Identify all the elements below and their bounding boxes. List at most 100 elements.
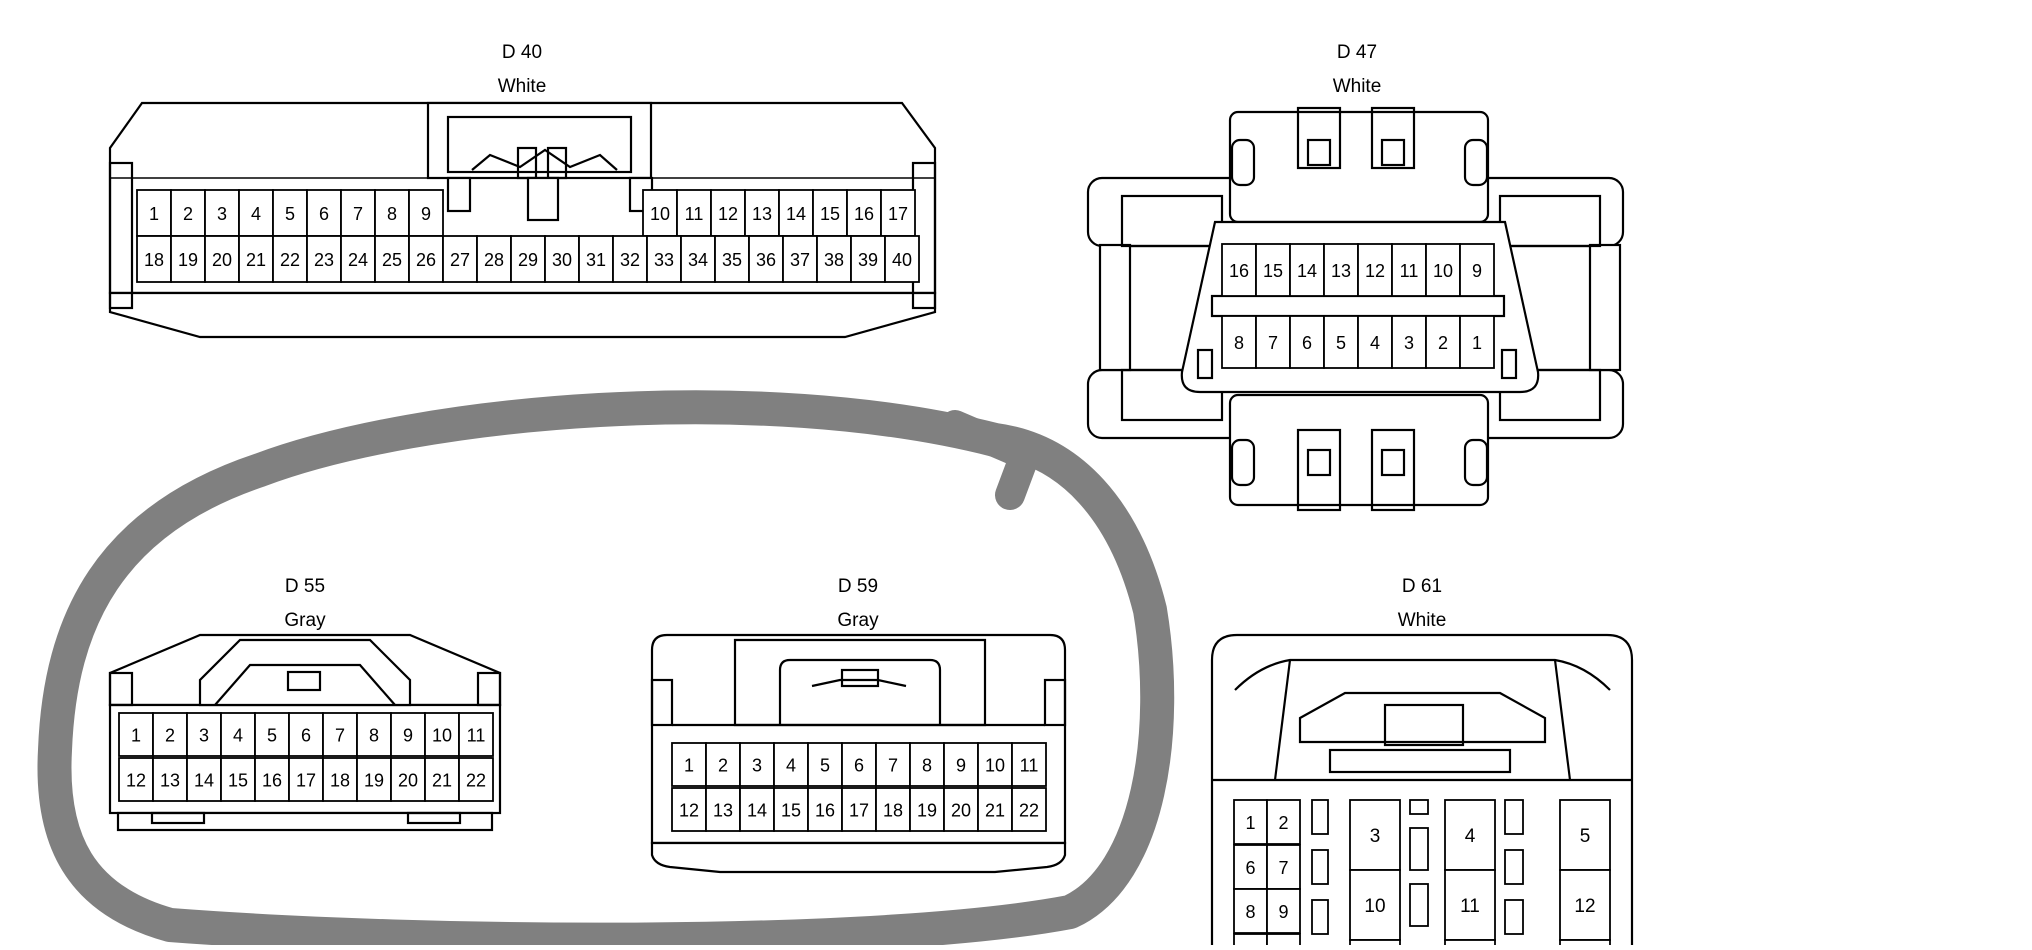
- d55-pin-8-label: 8: [369, 726, 379, 746]
- d55-pin-7-label: 7: [335, 726, 345, 746]
- d47-pin-7: [1255, 315, 1291, 369]
- d47-pin-11: [1391, 243, 1427, 297]
- d40-pin-28-label: 28: [484, 250, 504, 270]
- d40-pin-26-label: 26: [416, 250, 436, 270]
- d47-top-latch: [1228, 110, 1490, 224]
- d59-pin-9-label: 9: [956, 756, 966, 776]
- d40-pin-38-label: 38: [824, 250, 844, 270]
- d40-code: D 40: [502, 42, 542, 63]
- d61-code: D 61: [1402, 576, 1442, 597]
- d40-pin-31: [578, 235, 614, 283]
- d59-pin-16-label: 16: [815, 801, 835, 821]
- d40-pin-15-label: 15: [820, 204, 840, 224]
- d47-color: White: [1333, 76, 1382, 97]
- d61-pin-6: [1233, 844, 1268, 890]
- d47-pin-4: [1357, 315, 1393, 369]
- d47-pin-2-label: 2: [1438, 333, 1448, 353]
- d40-pin-1-label: 1: [149, 204, 159, 224]
- d40-pin-21-label: 21: [246, 250, 266, 270]
- d47-pin-3: [1391, 315, 1427, 369]
- d55-pin-14-label: 14: [194, 771, 214, 791]
- d61-latch: [1298, 691, 1547, 744]
- d47-bottom-latch: [1228, 393, 1490, 507]
- d47-pin-9: [1459, 243, 1495, 297]
- d61-pin-11: [1444, 869, 1496, 941]
- d40-pin-25-label: 25: [382, 250, 402, 270]
- d40-pin-2-label: 2: [183, 204, 193, 224]
- d55-color: Gray: [284, 610, 326, 631]
- d47-pin-11-label: 11: [1400, 261, 1419, 281]
- d40-pin-17: [880, 189, 916, 237]
- d40-pin-36-label: 36: [756, 250, 776, 270]
- d47-pin-9-label: 9: [1472, 261, 1482, 281]
- d40-pin-7-label: 7: [353, 204, 363, 224]
- d47-pin-10: [1425, 243, 1461, 297]
- d40-pin-35-label: 35: [722, 250, 742, 270]
- d55-pin-3-label: 3: [199, 726, 209, 746]
- d59-pin-17-label: 17: [849, 801, 869, 821]
- d40-pin-16-label: 16: [854, 204, 874, 224]
- d40-pin-33-label: 33: [654, 250, 674, 270]
- d55-pin-21-label: 21: [432, 771, 452, 791]
- d59-latch: [733, 638, 987, 727]
- d59-pin-17: [841, 787, 877, 832]
- d40-pin-30-label: 30: [552, 250, 572, 270]
- d40-pin-17-label: 17: [888, 204, 908, 224]
- d40-pin-14: [778, 189, 814, 237]
- d55-pin-2-label: 2: [165, 726, 175, 746]
- d47-pin-16-label: 16: [1229, 261, 1249, 281]
- d55-pin-21: [424, 757, 460, 802]
- d40-pin-31-label: 31: [586, 250, 606, 270]
- d47-pin-15-label: 15: [1263, 261, 1283, 281]
- d40-pin-29: [510, 235, 546, 283]
- d47-pin-3-label: 3: [1404, 333, 1414, 353]
- highlight-circle: [37, 390, 1175, 950]
- d55-pin-11-label: 11: [467, 726, 486, 746]
- d40-pin-12-label: 12: [718, 204, 738, 224]
- d55-pin-13-label: 13: [160, 771, 180, 791]
- d40-pin-5-label: 5: [285, 204, 295, 224]
- d59-pin-16: [807, 787, 843, 832]
- d61-pin-10: [1349, 869, 1401, 941]
- d47-pin-5-label: 5: [1336, 333, 1346, 353]
- d59-pin-6: [841, 742, 877, 787]
- d61-pin-7: [1266, 844, 1301, 890]
- d55-pin-1-label: 1: [131, 726, 141, 746]
- d40-pin-34: [680, 235, 716, 283]
- d40-pin-4: [238, 189, 274, 237]
- d61-pin-12-label: 12: [1574, 896, 1595, 917]
- d47-pin-16: [1221, 243, 1257, 297]
- d40-pin-20-label: 20: [212, 250, 232, 270]
- d55-pin-22-label: 22: [466, 771, 486, 791]
- d61-pin-3-label: 3: [1370, 826, 1381, 847]
- d59-pin-5: [807, 742, 843, 787]
- d40-pin-14-label: 14: [786, 204, 806, 224]
- d47-pin-13-label: 13: [1331, 261, 1351, 281]
- d40-pin-20: [204, 235, 240, 283]
- d47-pin-14-label: 14: [1297, 261, 1317, 281]
- highlight-arrow: [940, 410, 1040, 510]
- d61-pin-2: [1266, 799, 1301, 845]
- d40-pin-37-label: 37: [790, 250, 810, 270]
- d59-pin-22-label: 22: [1019, 801, 1039, 821]
- d47-pin-12-label: 12: [1365, 261, 1385, 281]
- d47-code: D 47: [1337, 42, 1377, 63]
- d55-pin-20-label: 20: [398, 771, 418, 791]
- d47-pin-1-label: 1: [1472, 333, 1482, 353]
- d40-pin-3: [204, 189, 240, 237]
- d55-pin-20: [390, 757, 426, 802]
- d61-pin-11-label: 11: [1460, 896, 1480, 917]
- d61-pin-5: [1559, 799, 1611, 871]
- d59-pin-11-label: 11: [1020, 756, 1039, 776]
- d55-pin-9-label: 9: [403, 726, 413, 746]
- d40-pin-39-label: 39: [858, 250, 878, 270]
- d55-pin-19-label: 19: [364, 771, 384, 791]
